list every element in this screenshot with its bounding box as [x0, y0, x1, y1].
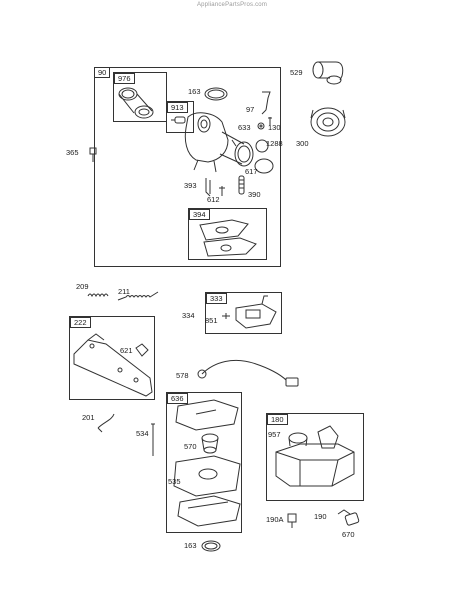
part-570-drawing [202, 434, 218, 453]
group-tag-222[interactable]: 222 [70, 317, 91, 328]
part-393-drawing [206, 178, 210, 196]
label-393[interactable]: 393 [184, 181, 197, 190]
part-365-bolt [90, 148, 96, 162]
part-163-gasket-top [205, 88, 227, 100]
label-163-top[interactable]: 163 [188, 87, 201, 96]
part-535-drawing [174, 456, 240, 496]
watermark: AppliancePartsPros.com [196, 2, 268, 8]
label-1288[interactable]: 1288 [266, 139, 283, 148]
part-97-drawing [262, 92, 270, 114]
group-box-976 [113, 72, 167, 122]
label-612[interactable]: 612 [207, 195, 220, 204]
label-578[interactable]: 578 [176, 371, 189, 380]
part-180-fuel-tank [276, 426, 354, 486]
part-222-drawing [74, 334, 152, 396]
part-390-spring [239, 176, 244, 194]
label-570[interactable]: 570 [184, 442, 197, 451]
label-535[interactable]: 535 [168, 477, 181, 486]
part-851-screw [222, 313, 230, 319]
part-670-drawing [345, 512, 360, 525]
part-617-gasket [255, 159, 273, 173]
group-tag-90[interactable]: 90 [94, 67, 111, 78]
part-190a-fitting [288, 514, 296, 528]
group-box-636 [166, 392, 242, 533]
label-209[interactable]: 209 [76, 282, 89, 291]
label-190[interactable]: 190 [314, 512, 327, 521]
label-365[interactable]: 365 [66, 148, 79, 157]
group-box-913 [166, 101, 194, 133]
part-163-gasket-bottom [202, 541, 220, 551]
group-box-394 [188, 208, 267, 260]
group-box-222 [69, 316, 155, 400]
part-621-drawing [136, 344, 148, 356]
group-tag-180[interactable]: 180 [267, 414, 288, 425]
part-211-spring [118, 292, 158, 300]
label-621[interactable]: 621 [120, 346, 133, 355]
label-211[interactable]: 211 [118, 287, 130, 296]
label-190a[interactable]: 190A [266, 515, 284, 524]
label-163-bottom[interactable]: 163 [184, 541, 197, 550]
part-612-drawing [219, 186, 225, 196]
part-394-drawing [200, 220, 256, 256]
part-201-link [98, 414, 114, 432]
label-97[interactable]: 97 [246, 105, 255, 114]
part-636-base [178, 496, 240, 526]
label-534[interactable]: 534 [136, 429, 149, 438]
group-box-90 [94, 67, 281, 267]
label-130[interactable]: 130 [268, 123, 281, 132]
label-633[interactable]: 633 [238, 123, 251, 132]
part-333-module [236, 296, 276, 328]
label-851[interactable]: 851 [205, 316, 218, 325]
group-tag-976[interactable]: 976 [114, 73, 135, 84]
label-390[interactable]: 390 [248, 190, 261, 199]
carburetor-body-drawing [185, 113, 253, 172]
label-617[interactable]: 617 [245, 167, 258, 176]
part-913-drawing [171, 117, 185, 123]
part-300-drawing [311, 108, 345, 136]
part-976-drawing [119, 88, 153, 118]
group-tag-394[interactable]: 394 [189, 209, 210, 220]
group-box-180 [266, 413, 364, 501]
part-209-spring [88, 294, 108, 296]
part-636-cover [176, 400, 238, 430]
part-190-fitting [338, 510, 350, 514]
group-tag-636[interactable]: 636 [167, 393, 188, 404]
part-534-stud [151, 424, 155, 456]
part-529-elbow [313, 62, 343, 84]
group-tag-913[interactable]: 913 [167, 102, 188, 113]
part-1288-gasket [256, 140, 268, 152]
group-box-333 [205, 292, 282, 334]
group-tag-333[interactable]: 333 [206, 293, 227, 304]
label-957[interactable]: 957 [268, 430, 281, 439]
part-578-wire [202, 360, 286, 380]
label-670[interactable]: 670 [342, 530, 355, 539]
label-300[interactable]: 300 [296, 139, 309, 148]
label-201[interactable]: 201 [82, 413, 95, 422]
label-334[interactable]: 334 [182, 311, 195, 320]
label-529[interactable]: 529 [290, 68, 303, 77]
